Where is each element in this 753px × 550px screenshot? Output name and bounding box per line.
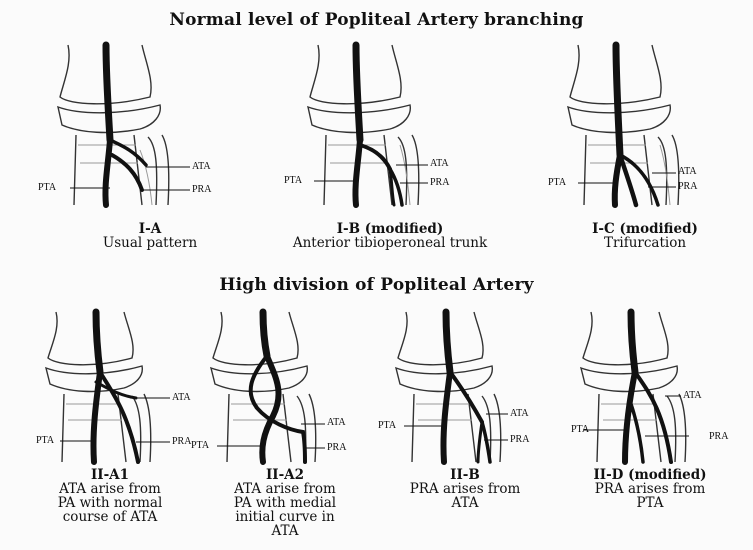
ata-label: ATA: [172, 393, 191, 403]
pra-label: PRA: [510, 435, 529, 445]
ata-label: ATA: [678, 167, 697, 177]
pta-label: PTA: [284, 176, 302, 186]
panel-ii-d-illustration: ATA PTA PRA: [575, 312, 735, 462]
panel-id: II-A2: [205, 468, 365, 482]
panel-description: Anterior tibioperoneal trunk: [290, 236, 490, 250]
panel-id: I-A: [60, 222, 240, 236]
panel-i-c-illustration: ATA PTA PRA: [560, 45, 740, 205]
knee-bones-arteries-drawing: [560, 45, 740, 205]
panel-i-a-caption: I-A Usual pattern: [60, 222, 240, 250]
pta-label: PTA: [548, 178, 566, 188]
panel-ii-d-caption: II-D (modified) PRA arises from PTA: [565, 468, 735, 510]
panel-description: ATA arise from PA with medial initial cu…: [205, 482, 365, 538]
panel-ii-a1-caption: II-A1 ATA arise from PA with normal cour…: [30, 468, 190, 524]
pra-label: PRA: [678, 182, 697, 192]
panel-i-b-caption: I-B (modified) Anterior tibioperoneal tr…: [290, 222, 490, 250]
pra-label: PRA: [327, 443, 346, 453]
panel-i-b-illustration: ATA PTA PRA: [300, 45, 480, 205]
panel-id: II-D (modified): [565, 468, 735, 482]
normal-branching-heading: Normal level of Popliteal Artery branchi…: [0, 10, 753, 30]
ata-label: ATA: [430, 159, 449, 169]
panel-description: PRA arises from ATA: [385, 482, 545, 510]
pta-label: PTA: [38, 183, 56, 193]
panel-ii-a2-illustration: ATA PTA PRA: [205, 312, 365, 462]
knee-bones-arteries-drawing: [300, 45, 480, 205]
pta-label: PTA: [36, 436, 54, 446]
panel-id: II-A1: [30, 468, 190, 482]
panel-description: PRA arises from PTA: [565, 482, 735, 510]
pra-label: PRA: [430, 178, 449, 188]
panel-description: Usual pattern: [60, 236, 240, 250]
panel-i-a-illustration: ATA PTA PRA: [50, 45, 230, 205]
ata-label: ATA: [683, 391, 702, 401]
pra-label: PRA: [709, 432, 728, 442]
panel-i-c-caption: I-C (modified) Trifurcation: [555, 222, 735, 250]
pta-label: PTA: [191, 441, 209, 451]
pta-label: PTA: [378, 421, 396, 431]
panel-ii-a2-caption: II-A2 ATA arise from PA with medial init…: [205, 468, 365, 538]
panel-description: ATA arise from PA with normal course of …: [30, 482, 190, 524]
high-division-heading: High division of Popliteal Artery: [0, 275, 753, 295]
ata-label: ATA: [510, 409, 529, 419]
panel-description: Trifurcation: [555, 236, 735, 250]
pra-label: PRA: [192, 185, 211, 195]
panel-ii-a1-illustration: ATA PTA PRA: [40, 312, 200, 462]
knee-bones-arteries-drawing: [50, 45, 230, 205]
knee-bones-arteries-drawing: [205, 312, 365, 462]
pta-label: PTA: [571, 425, 589, 435]
panel-id: I-B (modified): [290, 222, 490, 236]
panel-id: II-B: [385, 468, 545, 482]
pra-label: PRA: [172, 437, 191, 447]
panel-id: I-C (modified): [555, 222, 735, 236]
ata-label: ATA: [327, 418, 346, 428]
panel-ii-b-caption: II-B PRA arises from ATA: [385, 468, 545, 510]
panel-ii-b-illustration: ATA PTA PRA: [390, 312, 550, 462]
ata-label: ATA: [192, 162, 211, 172]
